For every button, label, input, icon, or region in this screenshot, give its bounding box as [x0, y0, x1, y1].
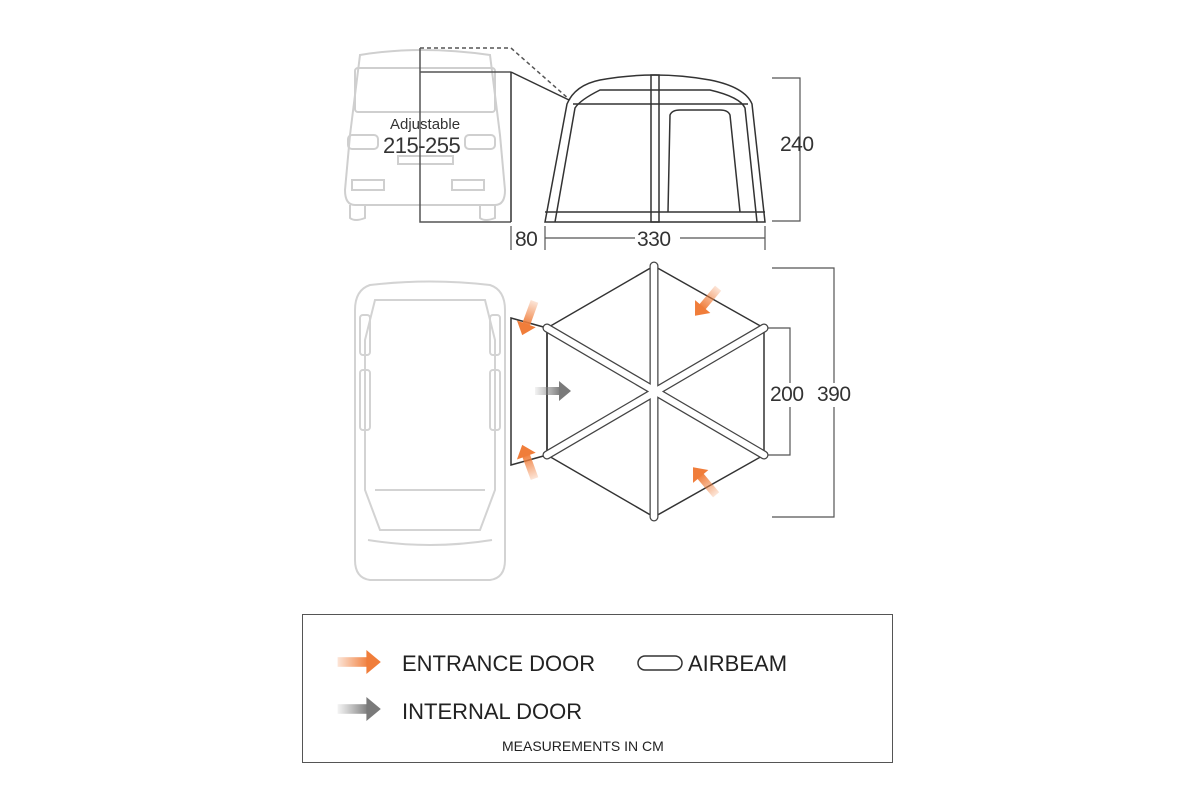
airbeam-legend-icon — [637, 655, 683, 671]
airbeam-legend-label: AIRBEAM — [688, 651, 788, 676]
van-rear-outline — [343, 49, 507, 221]
annex-depth-dimension: 80 — [515, 228, 538, 251]
tent-side-view — [419, 47, 766, 223]
van-top-outline — [354, 280, 506, 581]
measurements-note: MEASUREMENTS IN CM — [502, 738, 664, 754]
internal-door-arrow — [535, 381, 571, 401]
legend — [302, 614, 893, 763]
internal-door-legend-label: INTERNAL DOOR — [402, 699, 583, 724]
inner-width-dimension: 200 — [770, 383, 804, 407]
width-dimension: 330 — [637, 228, 671, 251]
adjustable-label: Adjustable — [390, 116, 461, 133]
adjustable-range: 215-255 — [383, 133, 461, 158]
outer-width-dimension: 390 — [817, 383, 851, 407]
tent-top-view — [510, 261, 769, 522]
entrance-door-legend-label: ENTRANCE DOOR — [402, 651, 596, 676]
height-dimension: 240 — [780, 133, 814, 156]
